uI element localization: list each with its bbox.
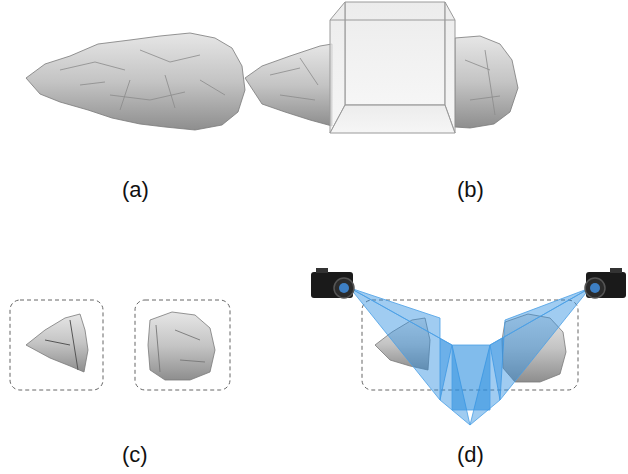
camera-symbol [311,268,626,298]
panel-label: (d) [457,442,484,468]
rock-part [26,312,215,380]
part-frame [135,300,230,390]
camera-frustum [350,288,590,425]
part-frame [10,300,103,390]
crop-box [330,2,455,133]
panel-label: (c) [122,442,148,468]
rock-whole [26,33,245,130]
panel-label: (a) [122,177,149,203]
panel-label: (b) [457,177,484,203]
